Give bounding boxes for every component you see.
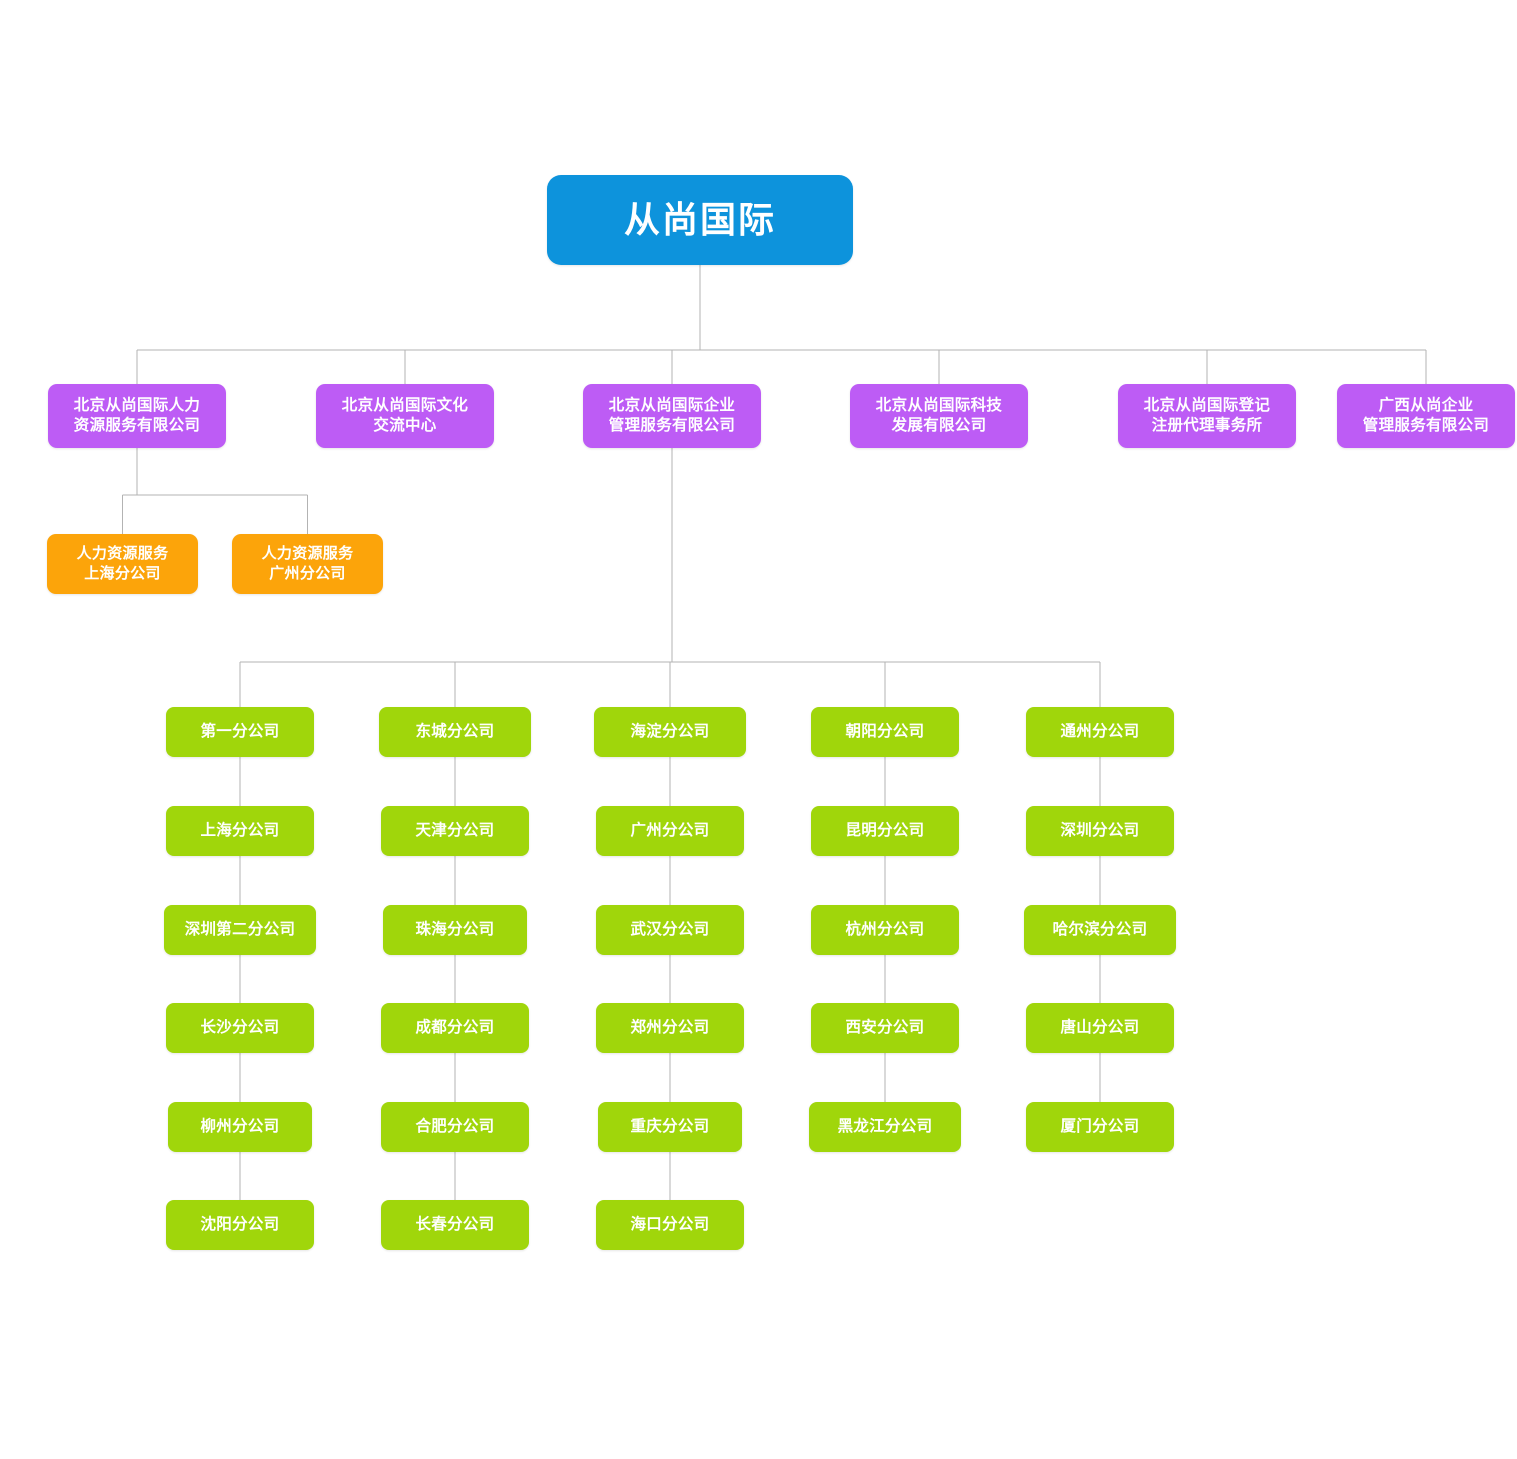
org-node-sub-人力资源服务广州分公司[interactable]: 人力资源服务 广州分公司 xyxy=(232,534,383,594)
org-node-branch-杭州分公司[interactable]: 杭州分公司 xyxy=(811,905,959,955)
org-node-branch-唐山分公司[interactable]: 唐山分公司 xyxy=(1026,1003,1174,1053)
org-node-division-北京从尚国际人力资源服务有限公司[interactable]: 北京从尚国际人力 资源服务有限公司 xyxy=(48,384,226,448)
org-node-branch-海淀分公司[interactable]: 海淀分公司 xyxy=(594,707,746,757)
org-node-branch-黑龙江分公司[interactable]: 黑龙江分公司 xyxy=(809,1102,961,1152)
org-node-branch-哈尔滨分公司[interactable]: 哈尔滨分公司 xyxy=(1024,905,1176,955)
org-node-branch-成都分公司[interactable]: 成都分公司 xyxy=(381,1003,529,1053)
org-node-branch-海口分公司[interactable]: 海口分公司 xyxy=(596,1200,744,1250)
org-node-branch-柳州分公司[interactable]: 柳州分公司 xyxy=(168,1102,312,1152)
org-node-branch-深圳分公司[interactable]: 深圳分公司 xyxy=(1026,806,1174,856)
org-node-branch-重庆分公司[interactable]: 重庆分公司 xyxy=(598,1102,742,1152)
org-node-branch-东城分公司[interactable]: 东城分公司 xyxy=(379,707,531,757)
org-node-branch-武汉分公司[interactable]: 武汉分公司 xyxy=(596,905,744,955)
org-node-division-北京从尚国际登记注册代理事务所[interactable]: 北京从尚国际登记 注册代理事务所 xyxy=(1118,384,1296,448)
org-node-branch-第一分公司[interactable]: 第一分公司 xyxy=(166,707,314,757)
org-node-branch-上海分公司[interactable]: 上海分公司 xyxy=(166,806,314,856)
org-node-division-北京从尚国际文化交流中心[interactable]: 北京从尚国际文化 交流中心 xyxy=(316,384,494,448)
org-node-branch-长春分公司[interactable]: 长春分公司 xyxy=(381,1200,529,1250)
org-node-branch-长沙分公司[interactable]: 长沙分公司 xyxy=(166,1003,314,1053)
org-node-division-广西从尚企业管理服务有限公司[interactable]: 广西从尚企业 管理服务有限公司 xyxy=(1337,384,1515,448)
org-node-branch-广州分公司[interactable]: 广州分公司 xyxy=(596,806,744,856)
org-node-branch-合肥分公司[interactable]: 合肥分公司 xyxy=(381,1102,529,1152)
org-node-branch-郑州分公司[interactable]: 郑州分公司 xyxy=(596,1003,744,1053)
org-node-branch-珠海分公司[interactable]: 珠海分公司 xyxy=(383,905,527,955)
org-node-branch-厦门分公司[interactable]: 厦门分公司 xyxy=(1026,1102,1174,1152)
org-node-branch-天津分公司[interactable]: 天津分公司 xyxy=(381,806,529,856)
org-node-branch-西安分公司[interactable]: 西安分公司 xyxy=(811,1003,959,1053)
org-node-sub-人力资源服务上海分公司[interactable]: 人力资源服务 上海分公司 xyxy=(47,534,198,594)
org-node-branch-沈阳分公司[interactable]: 沈阳分公司 xyxy=(166,1200,314,1250)
org-node-branch-深圳第二分公司[interactable]: 深圳第二分公司 xyxy=(164,905,316,955)
org-node-branch-朝阳分公司[interactable]: 朝阳分公司 xyxy=(811,707,959,757)
org-node-branch-通州分公司[interactable]: 通州分公司 xyxy=(1026,707,1174,757)
org-node-root[interactable]: 从尚国际 xyxy=(547,175,853,265)
org-node-division-北京从尚国际科技发展有限公司[interactable]: 北京从尚国际科技 发展有限公司 xyxy=(850,384,1028,448)
org-node-branch-昆明分公司[interactable]: 昆明分公司 xyxy=(811,806,959,856)
org-node-division-北京从尚国际企业管理服务有限公司[interactable]: 北京从尚国际企业 管理服务有限公司 xyxy=(583,384,761,448)
